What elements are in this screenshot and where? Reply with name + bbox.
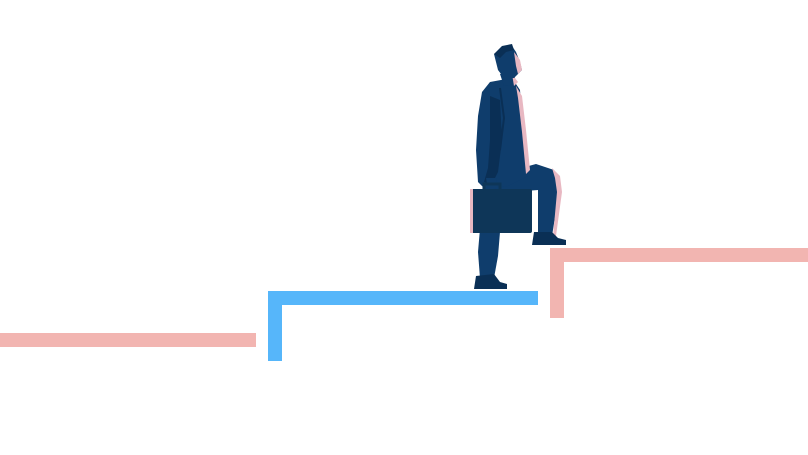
step-middle-riser bbox=[268, 291, 282, 361]
step-middle bbox=[268, 291, 538, 361]
hair bbox=[494, 44, 514, 58]
briefcase-body bbox=[470, 189, 532, 233]
front-shoe bbox=[532, 232, 566, 245]
arm bbox=[484, 96, 502, 184]
briefcase-handle bbox=[482, 182, 502, 190]
step-middle-tread bbox=[268, 291, 538, 305]
step-left-tread bbox=[0, 333, 256, 347]
front-leg-highlight bbox=[552, 168, 562, 236]
businessman-icon bbox=[470, 44, 566, 289]
briefcase-icon bbox=[470, 182, 532, 233]
back-shoe bbox=[474, 274, 507, 289]
step-left bbox=[0, 333, 256, 347]
step-right bbox=[550, 248, 808, 318]
briefcase-edge bbox=[470, 189, 473, 233]
step-right-riser bbox=[550, 248, 564, 318]
jacket-highlight bbox=[516, 86, 530, 174]
face-highlight bbox=[514, 52, 522, 74]
step-right-tread bbox=[550, 248, 808, 262]
